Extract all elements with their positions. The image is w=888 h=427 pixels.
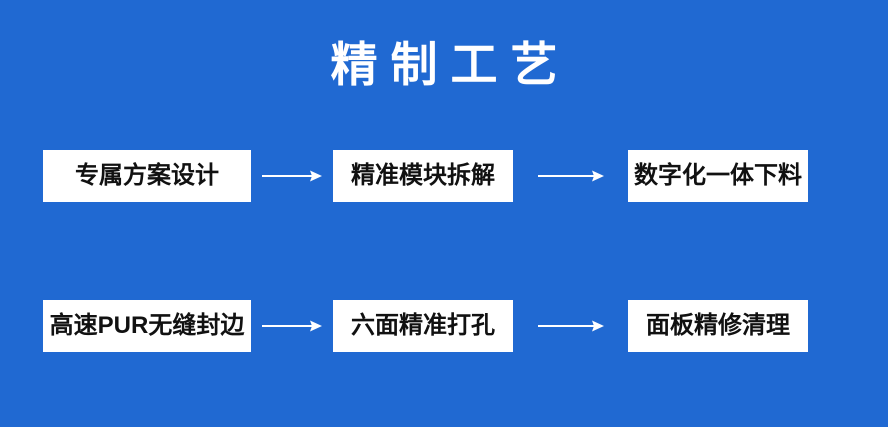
flow-step-label-1: 专属方案设计: [75, 162, 219, 189]
flow-step-label-4: 高速PUR无缝封边: [49, 312, 245, 339]
flow-row-2: 高速PUR无缝封边 六面精准打孔 面板精修清理: [0, 300, 888, 352]
flow-step-label-3: 数字化一体下料: [634, 162, 802, 189]
flow-row-1: 专属方案设计 精准模块拆解 数字化一体下料: [0, 150, 888, 202]
flow-step-box-4[interactable]: 高速PUR无缝封边: [43, 300, 251, 352]
flow-step-box-2[interactable]: 精准模块拆解: [333, 150, 513, 202]
flow-step-label-5: 六面精准打孔: [351, 312, 495, 339]
flow-step-box-1[interactable]: 专属方案设计: [43, 150, 251, 202]
flow-step-box-6[interactable]: 面板精修清理: [628, 300, 808, 352]
flow-step-label-6: 面板精修清理: [646, 312, 790, 339]
arrow-right-icon: [251, 150, 333, 202]
flow-step-box-5[interactable]: 六面精准打孔: [333, 300, 513, 352]
arrow-right-icon: [513, 150, 628, 202]
arrow-right-icon: [513, 300, 628, 352]
arrow-right-icon: [251, 300, 333, 352]
flow-step-box-3[interactable]: 数字化一体下料: [628, 150, 808, 202]
page-title: 精制工艺: [330, 38, 571, 91]
flow-step-label-2: 精准模块拆解: [351, 162, 495, 189]
